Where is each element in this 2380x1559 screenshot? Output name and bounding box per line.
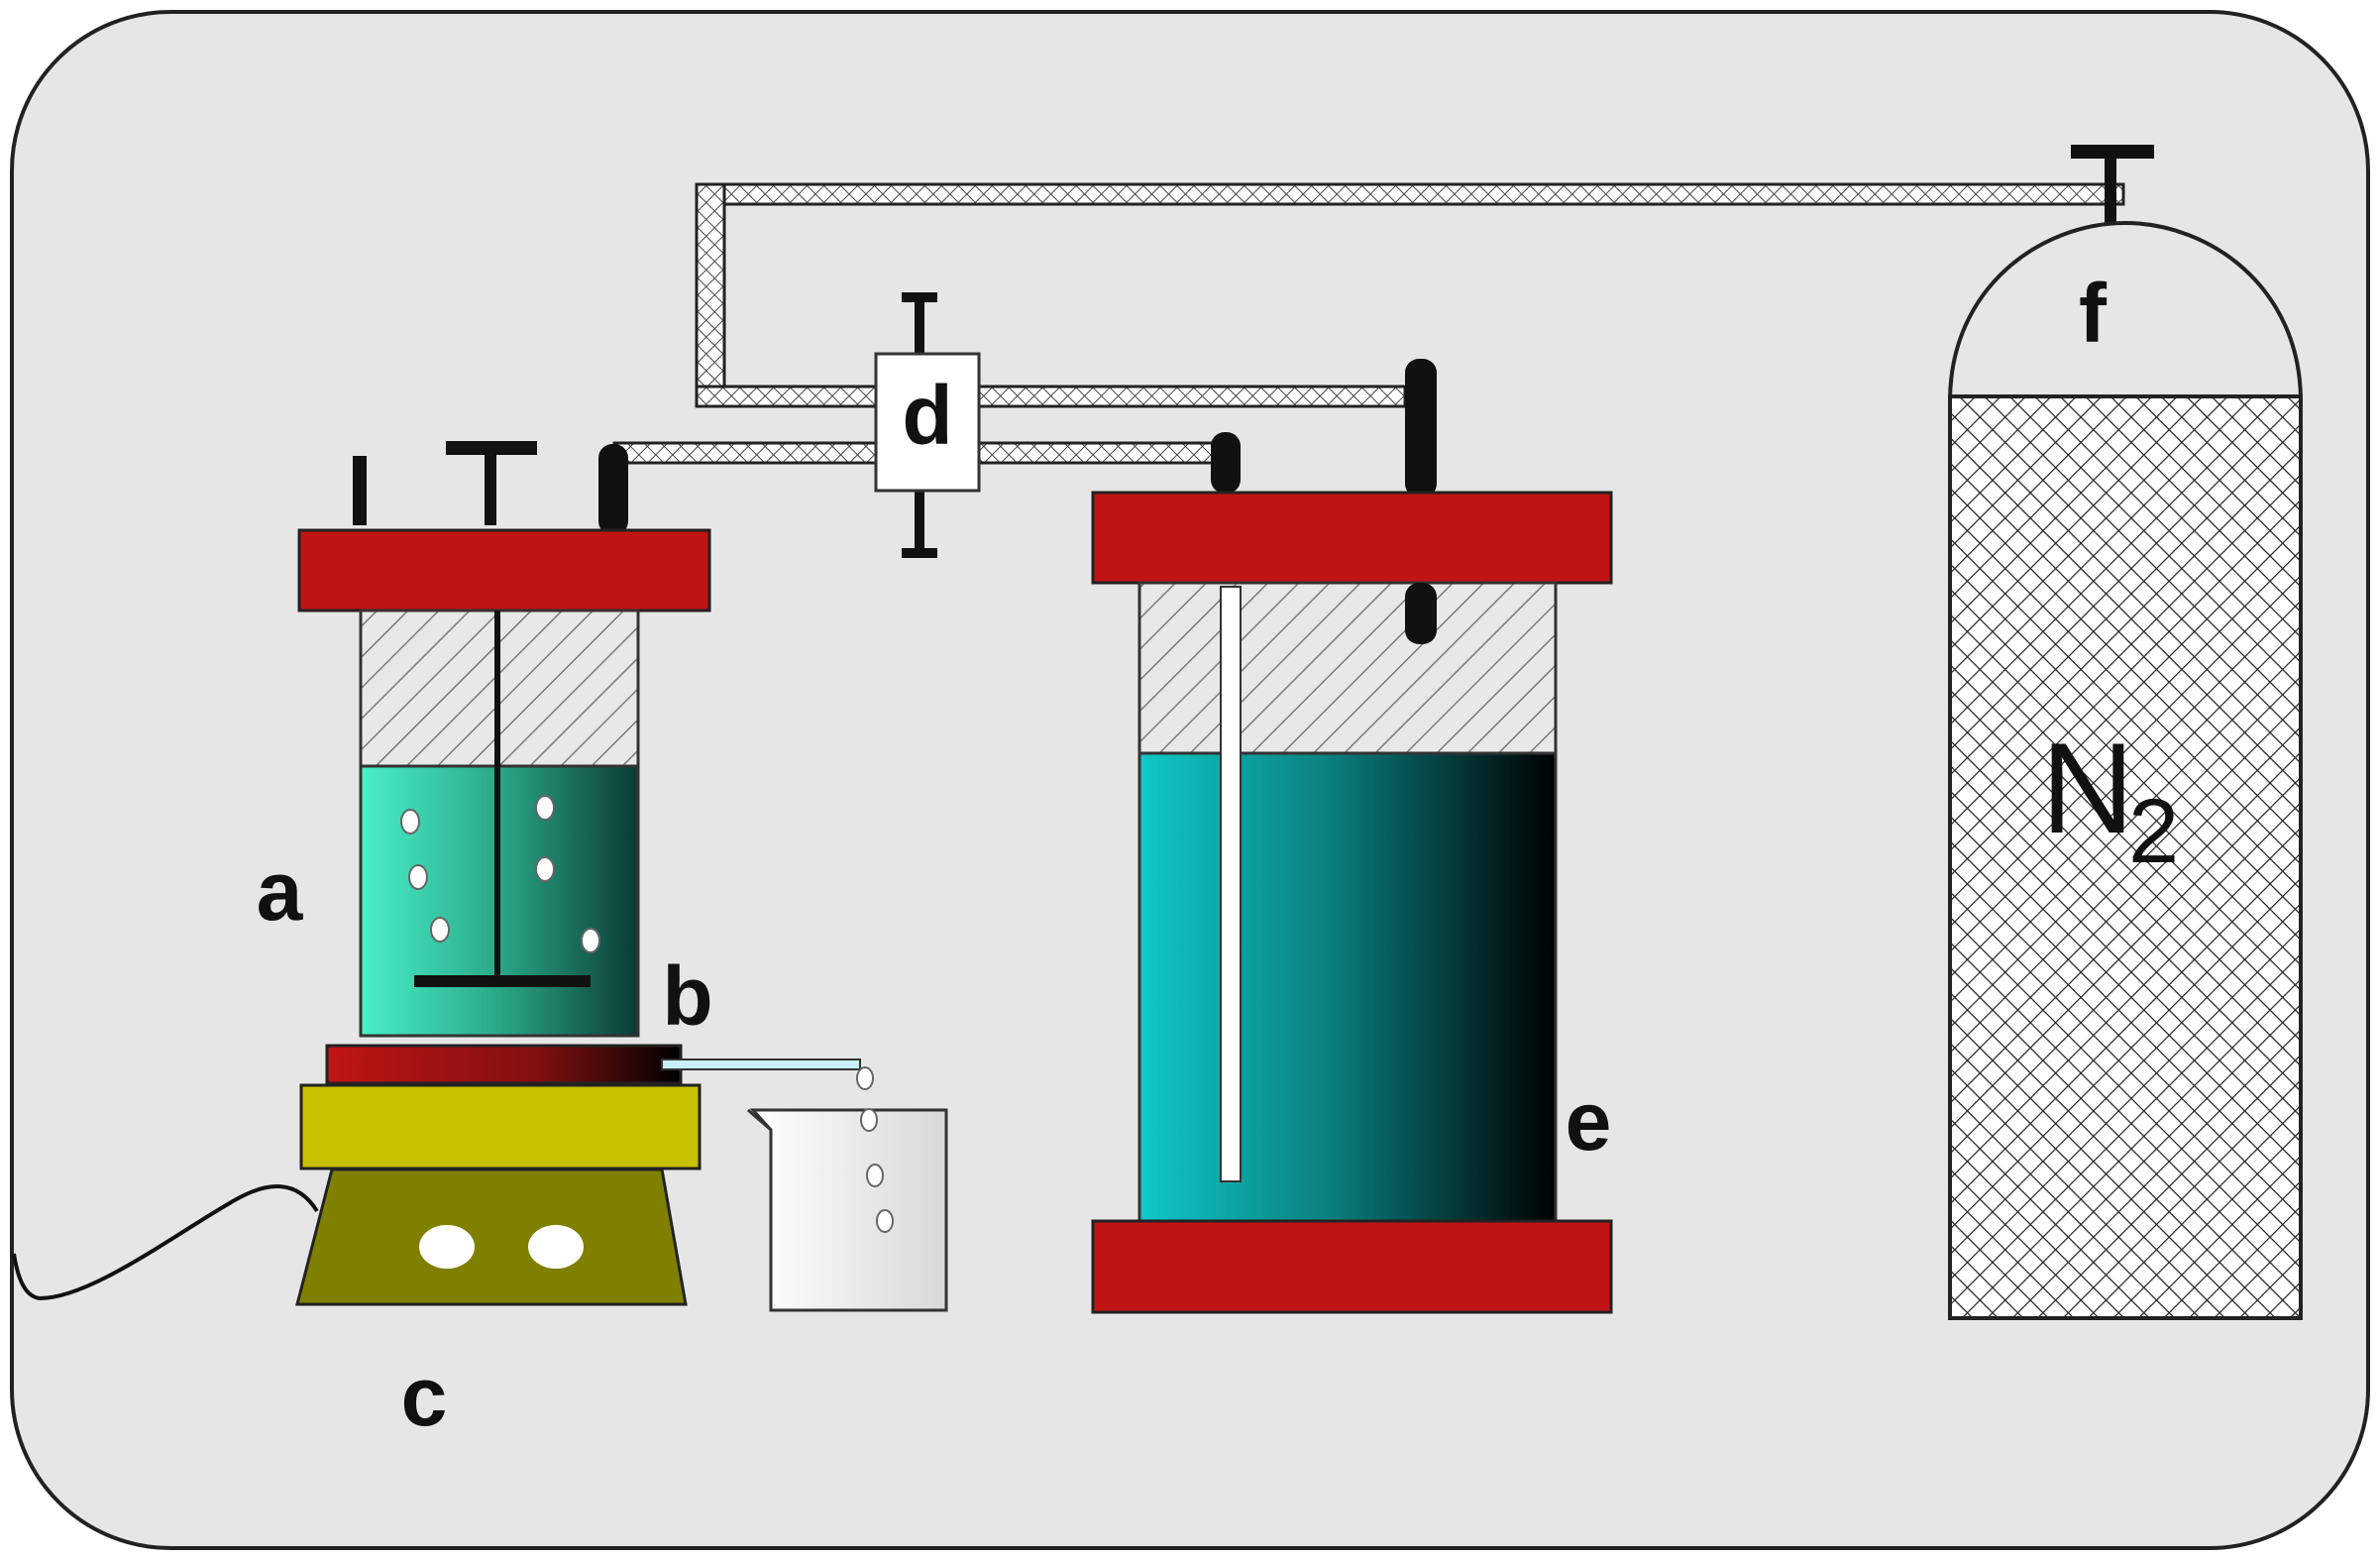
- label-e: e: [1566, 1074, 1612, 1168]
- label-f: f: [2079, 267, 2108, 360]
- outlet-spout: [661, 1058, 861, 1070]
- label-b: b: [662, 949, 712, 1043]
- label-a: a: [257, 844, 304, 938]
- heater-stand-c: [295, 1168, 688, 1306]
- power-cord: [12, 1184, 319, 1301]
- reservoir-e-headspace: [1137, 581, 1558, 755]
- heater-knob-right: [528, 1225, 584, 1269]
- reactor-a-lid: [297, 528, 711, 612]
- valve-body: [874, 352, 981, 493]
- hot-plate-top: [299, 1083, 702, 1170]
- collection-beaker: [747, 1066, 948, 1312]
- gas-symbol: N: [2041, 716, 2134, 860]
- beaker-drops: [856, 1066, 894, 1233]
- tube-vertical: [695, 182, 726, 404]
- gas-cylinder-f: f N 2: [1947, 145, 2304, 1320]
- reservoir-e-base: [1091, 1219, 1613, 1314]
- reservoir-e: [1091, 359, 1613, 1314]
- cylinder-body: [1948, 394, 2303, 1320]
- reservoir-e-liquid: [1137, 751, 1558, 1223]
- valve-d: d: [874, 292, 981, 558]
- label-c: c: [401, 1350, 448, 1443]
- heater-assembly: [12, 1044, 861, 1306]
- gas-subscript: 2: [2128, 781, 2179, 882]
- reactor-a-bubbles: [400, 795, 600, 953]
- label-d: d: [902, 369, 952, 462]
- reactor-a: [297, 441, 711, 1038]
- dip-tube: [1220, 586, 1242, 1182]
- reservoir-e-lid: [1091, 491, 1613, 585]
- heater-knob-left: [419, 1225, 475, 1269]
- tube-top: [695, 182, 2125, 206]
- cylinder-dome: [1947, 220, 2304, 403]
- beaker-body: [749, 1108, 948, 1312]
- heater-plate-b: [325, 1044, 683, 1085]
- tube-mid: [695, 385, 1407, 408]
